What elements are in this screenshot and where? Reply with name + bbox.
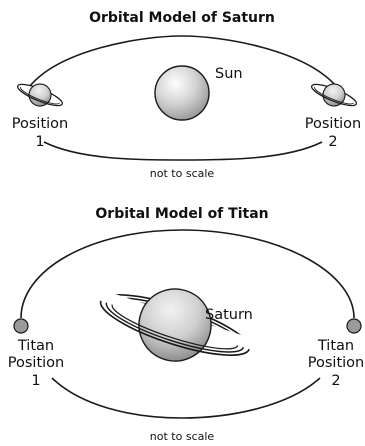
- titan-position-1-line3: 1: [31, 373, 40, 389]
- position-2-label-line2: 2: [328, 134, 337, 150]
- saturn-scale-note: not to scale: [150, 167, 215, 180]
- titan-position-2-line3: 2: [331, 373, 340, 389]
- position-2-label-line1: Position: [305, 116, 361, 132]
- sun: [155, 66, 209, 120]
- saturn-position-2-icon: [308, 76, 361, 114]
- titan-position-2-moon: [347, 319, 361, 333]
- position-1-label-line2: 1: [35, 134, 44, 150]
- titan-position-1-moon: [14, 319, 28, 333]
- saturn-position-1-icon: [14, 76, 67, 114]
- saturn-planet-icon: [90, 267, 261, 384]
- titan-orbital-model: Orbital Model of Titan Titan Position 1 …: [8, 206, 364, 443]
- saturn-model-title: Orbital Model of Saturn: [89, 10, 275, 26]
- saturn-orbit-path-lower: [44, 142, 322, 160]
- titan-position-1-line1: Titan: [17, 338, 54, 354]
- titan-position-1-line2: Position: [8, 355, 64, 371]
- titan-position-2-line1: Titan: [317, 338, 354, 354]
- titan-position-2-line2: Position: [308, 355, 364, 371]
- saturn-label: Saturn: [205, 307, 253, 323]
- sun-label: Sun: [215, 66, 243, 82]
- titan-model-title: Orbital Model of Titan: [95, 206, 268, 222]
- position-1-label-line1: Position: [12, 116, 68, 132]
- titan-scale-note: not to scale: [150, 430, 215, 443]
- saturn-orbital-model: Orbital Model of Saturn Sun Position 1 P…: [12, 10, 361, 180]
- titan-orbit-path-lower: [52, 378, 320, 418]
